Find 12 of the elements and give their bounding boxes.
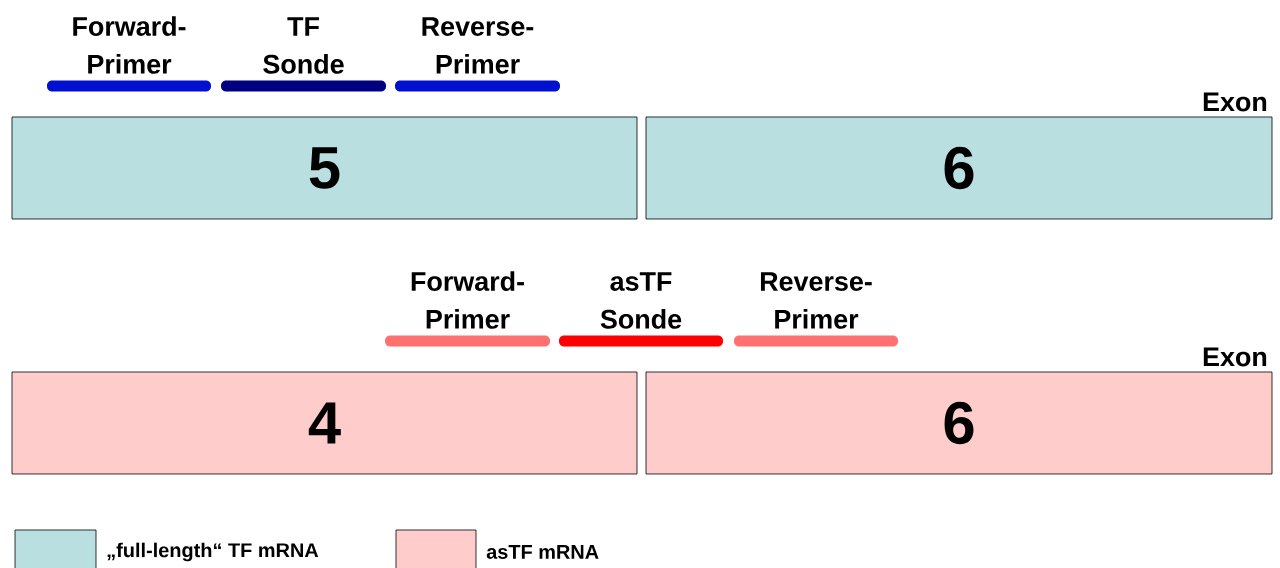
primer-label: Reverse- Primer	[760, 272, 872, 329]
exon-box: 5	[11, 116, 638, 220]
primer-label: Forward- Primer	[73, 16, 186, 74]
primer-label: Forward- Primer	[411, 271, 524, 329]
primer-label: TF Sonde	[263, 17, 344, 74]
exon-box: 6	[645, 371, 1273, 475]
exon-box: 4	[11, 371, 638, 475]
primer-label: Reverse- Primer	[422, 17, 534, 74]
legend-text: asTF mRNA	[486, 545, 599, 559]
legend-text: „full-length“ TF mRNA	[107, 542, 319, 562]
exon-box: 6	[645, 116, 1273, 220]
primer-label: asTF Sonde	[600, 272, 682, 329]
